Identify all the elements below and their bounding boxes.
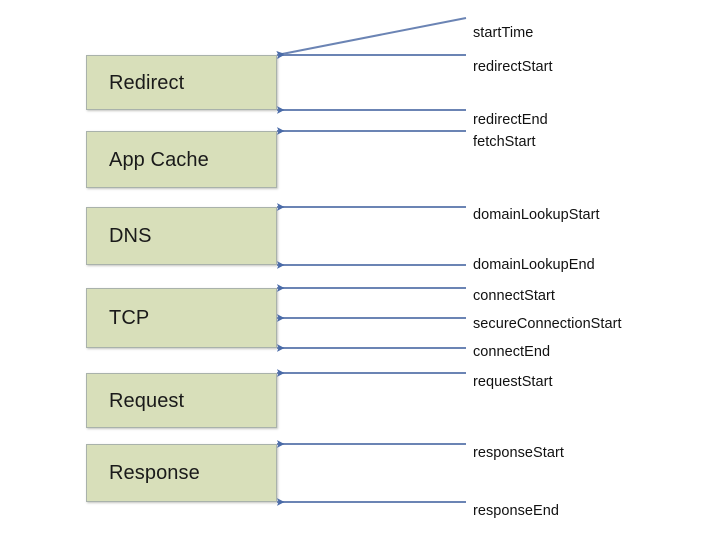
event-label-connectEnd: connectEnd (473, 344, 551, 360)
event-label-redirectEnd: redirectEnd (473, 112, 548, 128)
phase-box-tcp: TCP (86, 288, 277, 348)
phase-box-label: TCP (109, 307, 150, 329)
event-label-fetchStart: fetchStart (473, 134, 536, 150)
event-label-responseStart: responseStart (473, 445, 564, 461)
event-label-connectStart: connectStart (473, 288, 556, 304)
phase-box-label: Request (109, 389, 185, 412)
phase-box-label: DNS (109, 225, 152, 247)
phase-box-request: Request (86, 373, 277, 428)
event-label-domainLookupStart: domainLookupStart (473, 207, 600, 223)
event-label-startTime: startTime (473, 25, 534, 41)
event-label-responseEnd: responseEnd (473, 503, 559, 519)
event-label-redirectStart: redirectStart (473, 59, 553, 75)
connector-arrow-startTime (276, 17, 467, 59)
event-label-requestStart: requestStart (473, 374, 553, 390)
phase-box-dns: DNS (86, 207, 277, 265)
phase-box-response: Response (86, 444, 277, 502)
event-label-secureConnectionStart: secureConnectionStart (473, 316, 622, 332)
phase-box-app-cache: App Cache (86, 131, 277, 188)
phase-box-redirect: Redirect (86, 55, 277, 110)
phase-box-label: Redirect (109, 71, 185, 94)
phase-box-label: Response (109, 462, 200, 484)
phase-box-label: App Cache (109, 148, 209, 171)
event-label-domainLookupEnd: domainLookupEnd (473, 257, 595, 273)
